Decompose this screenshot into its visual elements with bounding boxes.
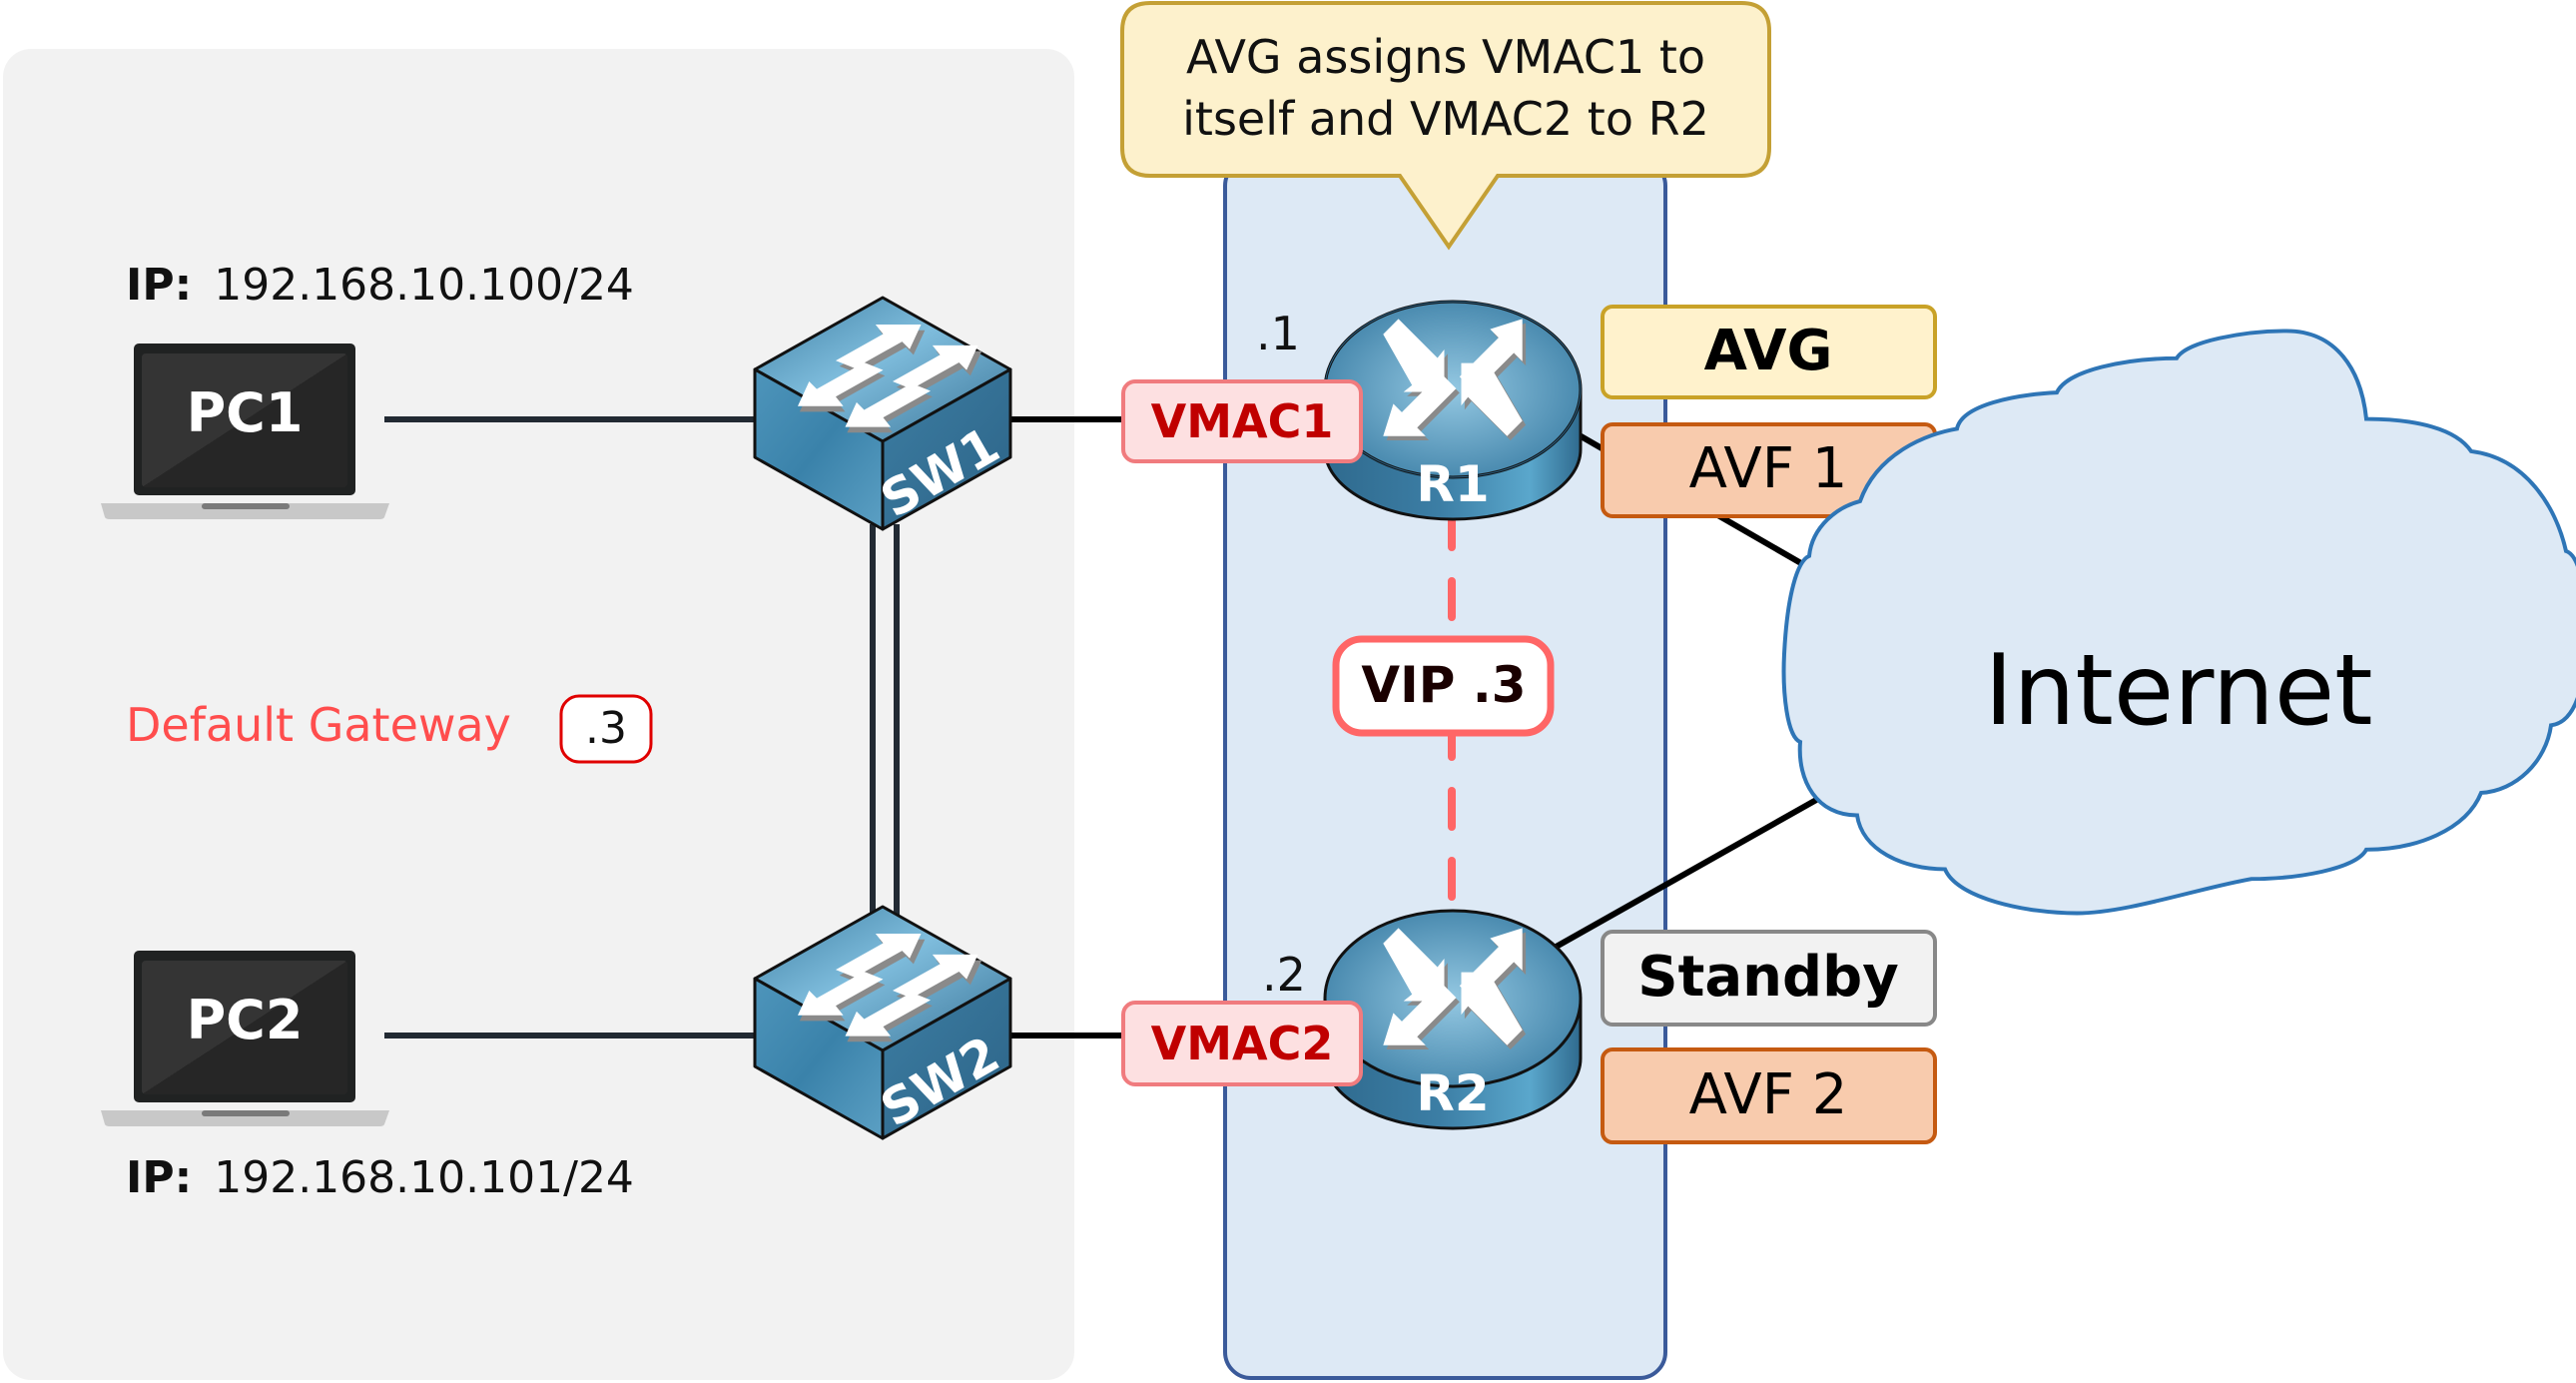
vmac2-badge: VMAC2 [1121,1001,1363,1086]
r2-role-label: Standby [1637,945,1898,1010]
default-gateway-label: Default Gateway [126,698,511,752]
pc2-ip: IP: 192.168.10.101/24 [126,1152,634,1203]
sw1-switch[interactable]: SW1 [753,296,1012,531]
pc1-laptop[interactable]: PC1 [101,344,389,519]
r1-role-badge: AVG [1601,305,1937,399]
pc2-ip-value: 192.168.10.101/24 [214,1152,634,1203]
pc2-laptop[interactable]: PC2 [101,951,389,1126]
pc1-label: PC1 [187,381,304,444]
callout-line-2: itself and VMAC2 to R2 [1182,92,1709,146]
links [384,416,1874,1038]
pc2-ip-label: IP: [126,1152,192,1203]
default-gateway-value: .3 [585,703,627,754]
callout-line-1: AVG assigns VMAC1 to [1186,30,1705,84]
internet-cloud[interactable]: Internet [1781,329,2576,916]
vip-badge: VIP .3 [1332,635,1555,737]
internet-label: Internet [1984,634,2372,748]
vmac1-badge: VMAC1 [1121,379,1363,463]
pc2-label: PC2 [187,989,304,1051]
pc1-ip: IP: 192.168.10.100/24 [126,260,634,311]
r1-router[interactable]: R1 [1323,300,1583,521]
r1-forwarder-label: AVF 1 [1689,436,1848,501]
cloud-icon [1781,329,2576,916]
callout: AVG assigns VMAC1 to itself and VMAC2 to… [1120,1,1771,251]
r2-role-badge: Standby [1601,930,1937,1027]
r1-role-label: AVG [1704,319,1833,383]
link-r2-internet [1551,774,1859,952]
r2-forwarder-badge: AVF 2 [1601,1047,1937,1144]
r2-address: .2 [1262,948,1306,1002]
vip-label: VIP .3 [1361,656,1526,714]
pc1-ip-label: IP: [126,260,192,311]
r2-label: R2 [1416,1064,1489,1122]
vmac2-label: VMAC2 [1151,1017,1334,1070]
r1-address: .1 [1256,307,1300,360]
r2-router[interactable]: R2 [1323,909,1583,1130]
sw2-switch[interactable]: SW2 [753,905,1012,1140]
default-gateway-badge [559,694,653,764]
pc1-ip-value: 192.168.10.100/24 [214,260,634,311]
vmac1-label: VMAC1 [1151,394,1334,448]
r1-label: R1 [1416,455,1489,513]
r2-forwarder-label: AVF 2 [1689,1062,1848,1127]
